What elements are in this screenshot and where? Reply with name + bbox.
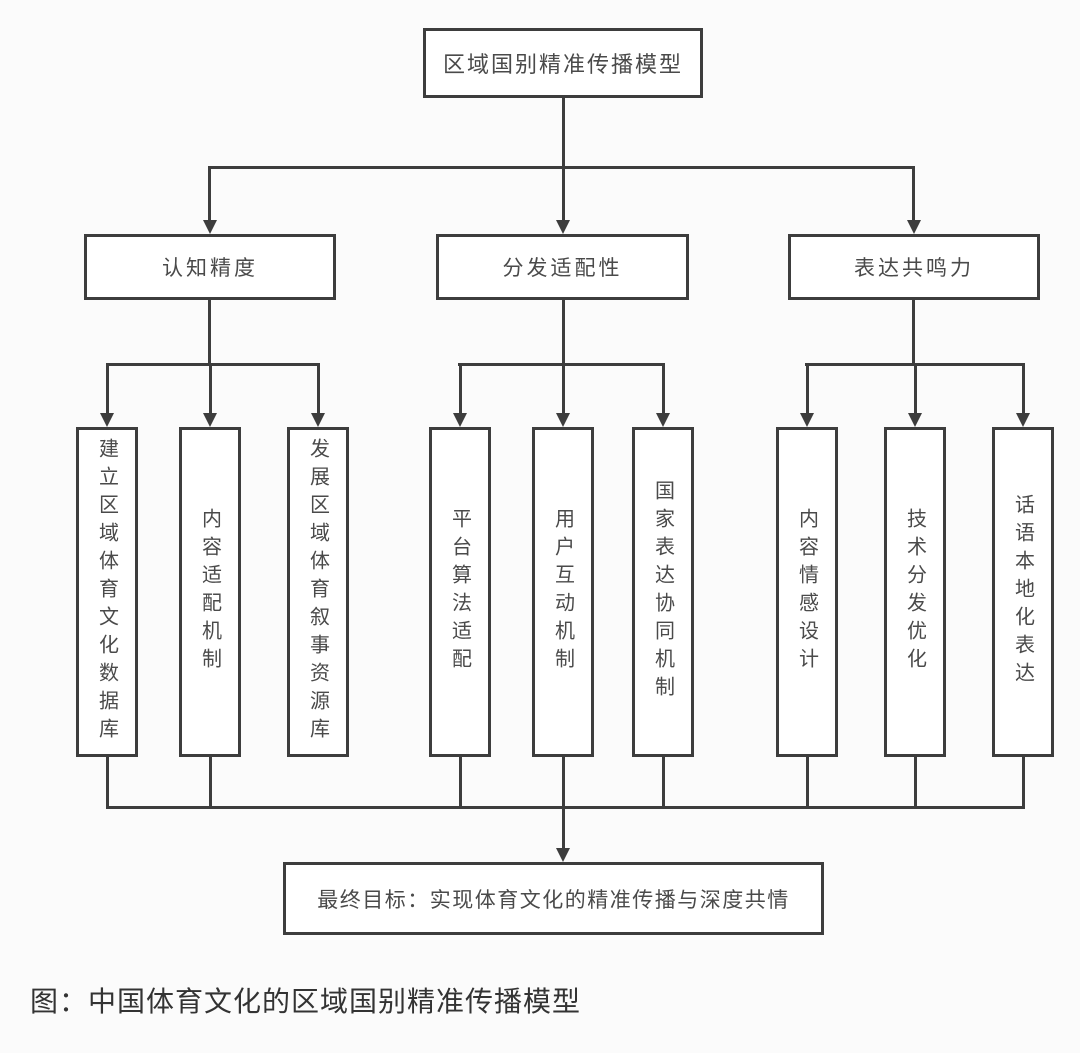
connector: [209, 755, 212, 809]
leaf-node-narrative: 发展区域体育叙事资源库: [287, 427, 349, 757]
connector: [209, 363, 212, 415]
arrowhead-icon: [556, 848, 570, 862]
leaf-node-algorithm: 平台算法适配: [429, 427, 491, 757]
arrowhead-icon: [556, 220, 570, 234]
connector: [106, 755, 109, 809]
arrowhead-icon: [907, 220, 921, 234]
connector: [208, 166, 915, 169]
leaf-node-database: 建立区域体育文化数据库: [76, 427, 138, 757]
connector: [317, 363, 320, 415]
connector: [912, 166, 915, 221]
connector: [459, 755, 462, 809]
connector: [914, 363, 917, 415]
connector: [662, 755, 665, 809]
branch-node-expression: 表达共鸣力: [788, 234, 1040, 300]
figure-caption: 图：中国体育文化的区域国别精准传播模型: [30, 986, 582, 1017]
branch-node-distribution: 分发适配性: [436, 234, 689, 300]
arrowhead-icon: [800, 413, 814, 427]
arrowhead-icon: [556, 413, 570, 427]
connector: [662, 363, 665, 415]
connector: [914, 755, 917, 809]
connector: [1022, 363, 1025, 415]
arrowhead-icon: [656, 413, 670, 427]
connector: [562, 299, 565, 366]
connector: [458, 363, 665, 366]
arrowhead-icon: [908, 413, 922, 427]
leaf-node-localization: 话语本地化表达: [992, 427, 1054, 757]
arrowhead-icon: [1016, 413, 1030, 427]
leaf-node-tech-optimize: 技术分发优化: [884, 427, 946, 757]
connector: [562, 755, 565, 809]
connector: [806, 755, 809, 809]
connector: [459, 363, 462, 415]
leaf-node-emotion: 内容情感设计: [776, 427, 838, 757]
connector: [208, 299, 211, 366]
connector: [912, 299, 915, 366]
leaf-node-content-fit: 内容适配机制: [179, 427, 241, 757]
connector: [562, 97, 565, 167]
connector: [1022, 755, 1025, 809]
arrowhead-icon: [203, 220, 217, 234]
root-node: 区域国别精准传播模型: [423, 28, 703, 98]
arrowhead-icon: [203, 413, 217, 427]
connector: [562, 363, 565, 415]
connector: [106, 363, 109, 415]
arrowhead-icon: [453, 413, 467, 427]
connector: [806, 363, 809, 415]
connector: [106, 806, 1025, 809]
branch-node-cognitive: 认知精度: [84, 234, 336, 300]
arrowhead-icon: [311, 413, 325, 427]
leaf-node-interaction: 用户互动机制: [532, 427, 594, 757]
connector: [208, 166, 211, 221]
leaf-node-coordination: 国家表达协同机制: [632, 427, 694, 757]
connector: [562, 806, 565, 849]
connector: [562, 166, 565, 221]
arrowhead-icon: [100, 413, 114, 427]
connector: [106, 363, 320, 366]
goal-node: 最终目标：实现体育文化的精准传播与深度共情: [283, 862, 824, 935]
